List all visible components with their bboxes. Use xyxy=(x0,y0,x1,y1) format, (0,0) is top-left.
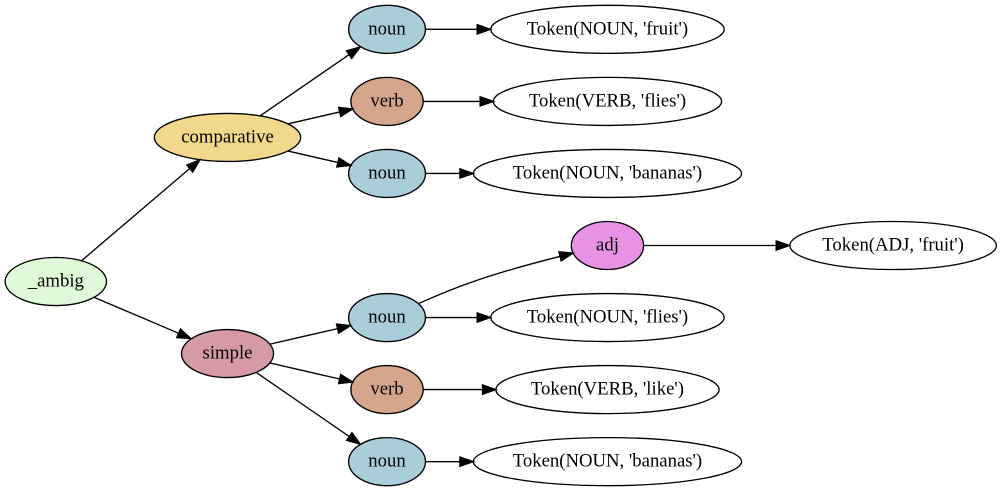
svg-text:Token(NOUN, 'bananas'): Token(NOUN, 'bananas') xyxy=(513,162,702,183)
svg-text:verb: verb xyxy=(370,379,403,400)
svg-text:Token(VERB, 'flies'): Token(VERB, 'flies') xyxy=(529,90,686,111)
svg-text:noun: noun xyxy=(368,18,406,39)
svg-text:Token(VERB, 'like'): Token(VERB, 'like') xyxy=(531,379,684,400)
svg-text:noun: noun xyxy=(368,307,406,328)
svg-text:comparative: comparative xyxy=(181,126,274,147)
svg-text:Token(NOUN, 'fruit'): Token(NOUN, 'fruit') xyxy=(527,18,688,39)
svg-text:_ambig: _ambig xyxy=(27,270,84,291)
svg-text:simple: simple xyxy=(203,343,253,364)
svg-text:noun: noun xyxy=(368,451,406,472)
svg-text:Token(NOUN, 'flies'): Token(NOUN, 'flies') xyxy=(527,307,688,328)
svg-text:adj: adj xyxy=(596,234,619,255)
svg-text:Token(NOUN, 'bananas'): Token(NOUN, 'bananas') xyxy=(513,451,702,472)
svg-text:verb: verb xyxy=(370,90,403,111)
svg-text:Token(ADJ, 'fruit'): Token(ADJ, 'fruit') xyxy=(822,234,964,255)
svg-text:noun: noun xyxy=(368,162,406,183)
